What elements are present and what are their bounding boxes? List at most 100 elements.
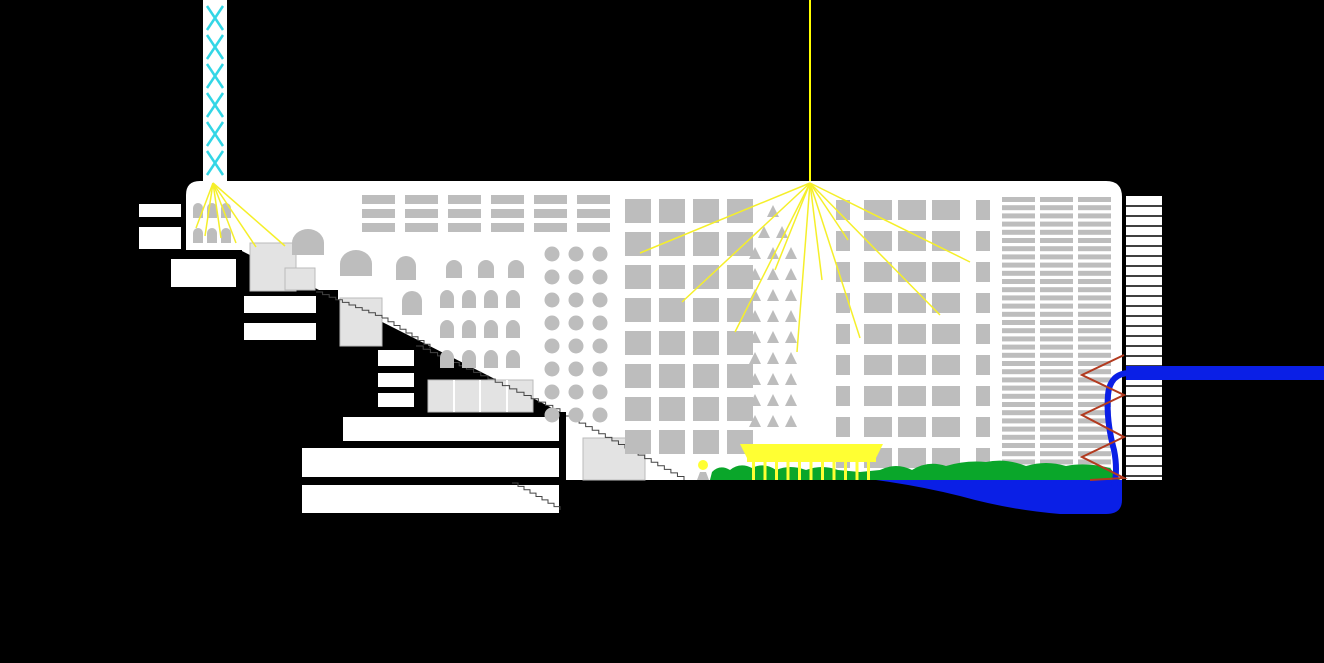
strip-window (1078, 344, 1111, 350)
square-window (976, 262, 990, 282)
right-tower (1126, 196, 1162, 480)
pavilion-column (832, 462, 836, 480)
water-pipe (1126, 366, 1324, 380)
slot-window (362, 195, 395, 204)
square-window (727, 331, 753, 355)
strip-window (1040, 385, 1073, 391)
pavilion-column (821, 462, 824, 480)
triangle-window (767, 268, 779, 280)
square-window (898, 324, 926, 344)
triangle-window (758, 226, 770, 238)
slot-window (491, 223, 524, 232)
cut-5 (300, 443, 562, 447)
strip-window (1078, 221, 1111, 227)
strip-window (1040, 361, 1073, 366)
arch-window (292, 229, 324, 255)
triangle-window (767, 394, 779, 406)
square-window (864, 417, 892, 437)
triangle-window (785, 247, 797, 259)
left-ray (212, 182, 222, 239)
round-window (568, 407, 584, 423)
round-window (568, 338, 584, 354)
slot-window (405, 209, 438, 218)
arch-window (462, 320, 476, 338)
triangle-window (767, 352, 779, 364)
square-window (976, 200, 990, 220)
strip-window (1040, 451, 1073, 457)
strip-window (1078, 295, 1111, 301)
triangle-window (767, 247, 779, 259)
round-window (544, 338, 560, 354)
strip-window (1078, 336, 1111, 342)
left-light-rays (195, 182, 286, 248)
strip-window (1078, 279, 1111, 284)
arch-window (207, 228, 217, 243)
strip-window (1040, 221, 1073, 227)
square-window (659, 397, 685, 421)
triangle-window (785, 352, 797, 364)
square-window (864, 293, 892, 313)
square-window (898, 200, 926, 220)
strip-window (1040, 229, 1073, 235)
arch-window (462, 350, 476, 368)
shaft-braces (205, 5, 225, 176)
strip-window (1002, 311, 1035, 317)
arch-window (402, 291, 422, 315)
square-window (693, 397, 719, 421)
shaft-brace (205, 121, 225, 147)
square-window (659, 298, 685, 322)
pavilion-column (786, 462, 790, 480)
triangle-window (767, 373, 779, 385)
strip-window (1002, 352, 1035, 358)
square-window (727, 364, 753, 388)
slot-window (405, 223, 438, 232)
block-2 (284, 267, 316, 291)
strip-window (1002, 270, 1035, 276)
square-window (625, 397, 651, 421)
slab-a (139, 204, 181, 217)
strip-window (1002, 393, 1035, 399)
round-window (544, 361, 560, 377)
pavilion-column (844, 462, 847, 480)
triangle-window (767, 331, 779, 343)
block-3 (339, 297, 383, 347)
terrace-blocks (249, 242, 646, 481)
triangle-window (749, 268, 761, 280)
strip-window (1002, 246, 1035, 252)
center-ray (796, 182, 811, 353)
strip-window (1002, 279, 1035, 284)
strip-window (1002, 377, 1035, 383)
square-window (836, 417, 850, 437)
cut-2 (318, 290, 338, 348)
triangle-window (749, 310, 761, 322)
square-window (932, 355, 960, 375)
slab-i (343, 417, 559, 441)
square-window (932, 417, 960, 437)
square-window (693, 364, 719, 388)
strip-window (1078, 262, 1111, 268)
triangle-window (767, 310, 779, 322)
slot-window (448, 209, 481, 218)
strip-window (1002, 361, 1035, 366)
square-window (898, 355, 926, 375)
square-window (898, 293, 926, 313)
square-window (932, 386, 960, 406)
strip-window (1078, 303, 1111, 309)
strip-window (1002, 205, 1035, 211)
slot-window (577, 195, 610, 204)
shaft-brace (205, 63, 225, 89)
arch-window (484, 350, 498, 368)
square-window (836, 355, 850, 375)
square-window (864, 386, 892, 406)
slab-b (139, 227, 181, 249)
arch-window (221, 228, 231, 243)
square-window (659, 364, 685, 388)
arch-window (446, 260, 462, 278)
pavilion-beam (747, 458, 876, 462)
arch-window (396, 256, 416, 280)
lamp-figure (697, 460, 709, 480)
lamp-base (697, 472, 709, 480)
strip-window (1002, 221, 1035, 227)
strip-window (1040, 344, 1073, 350)
round-window (592, 361, 608, 377)
